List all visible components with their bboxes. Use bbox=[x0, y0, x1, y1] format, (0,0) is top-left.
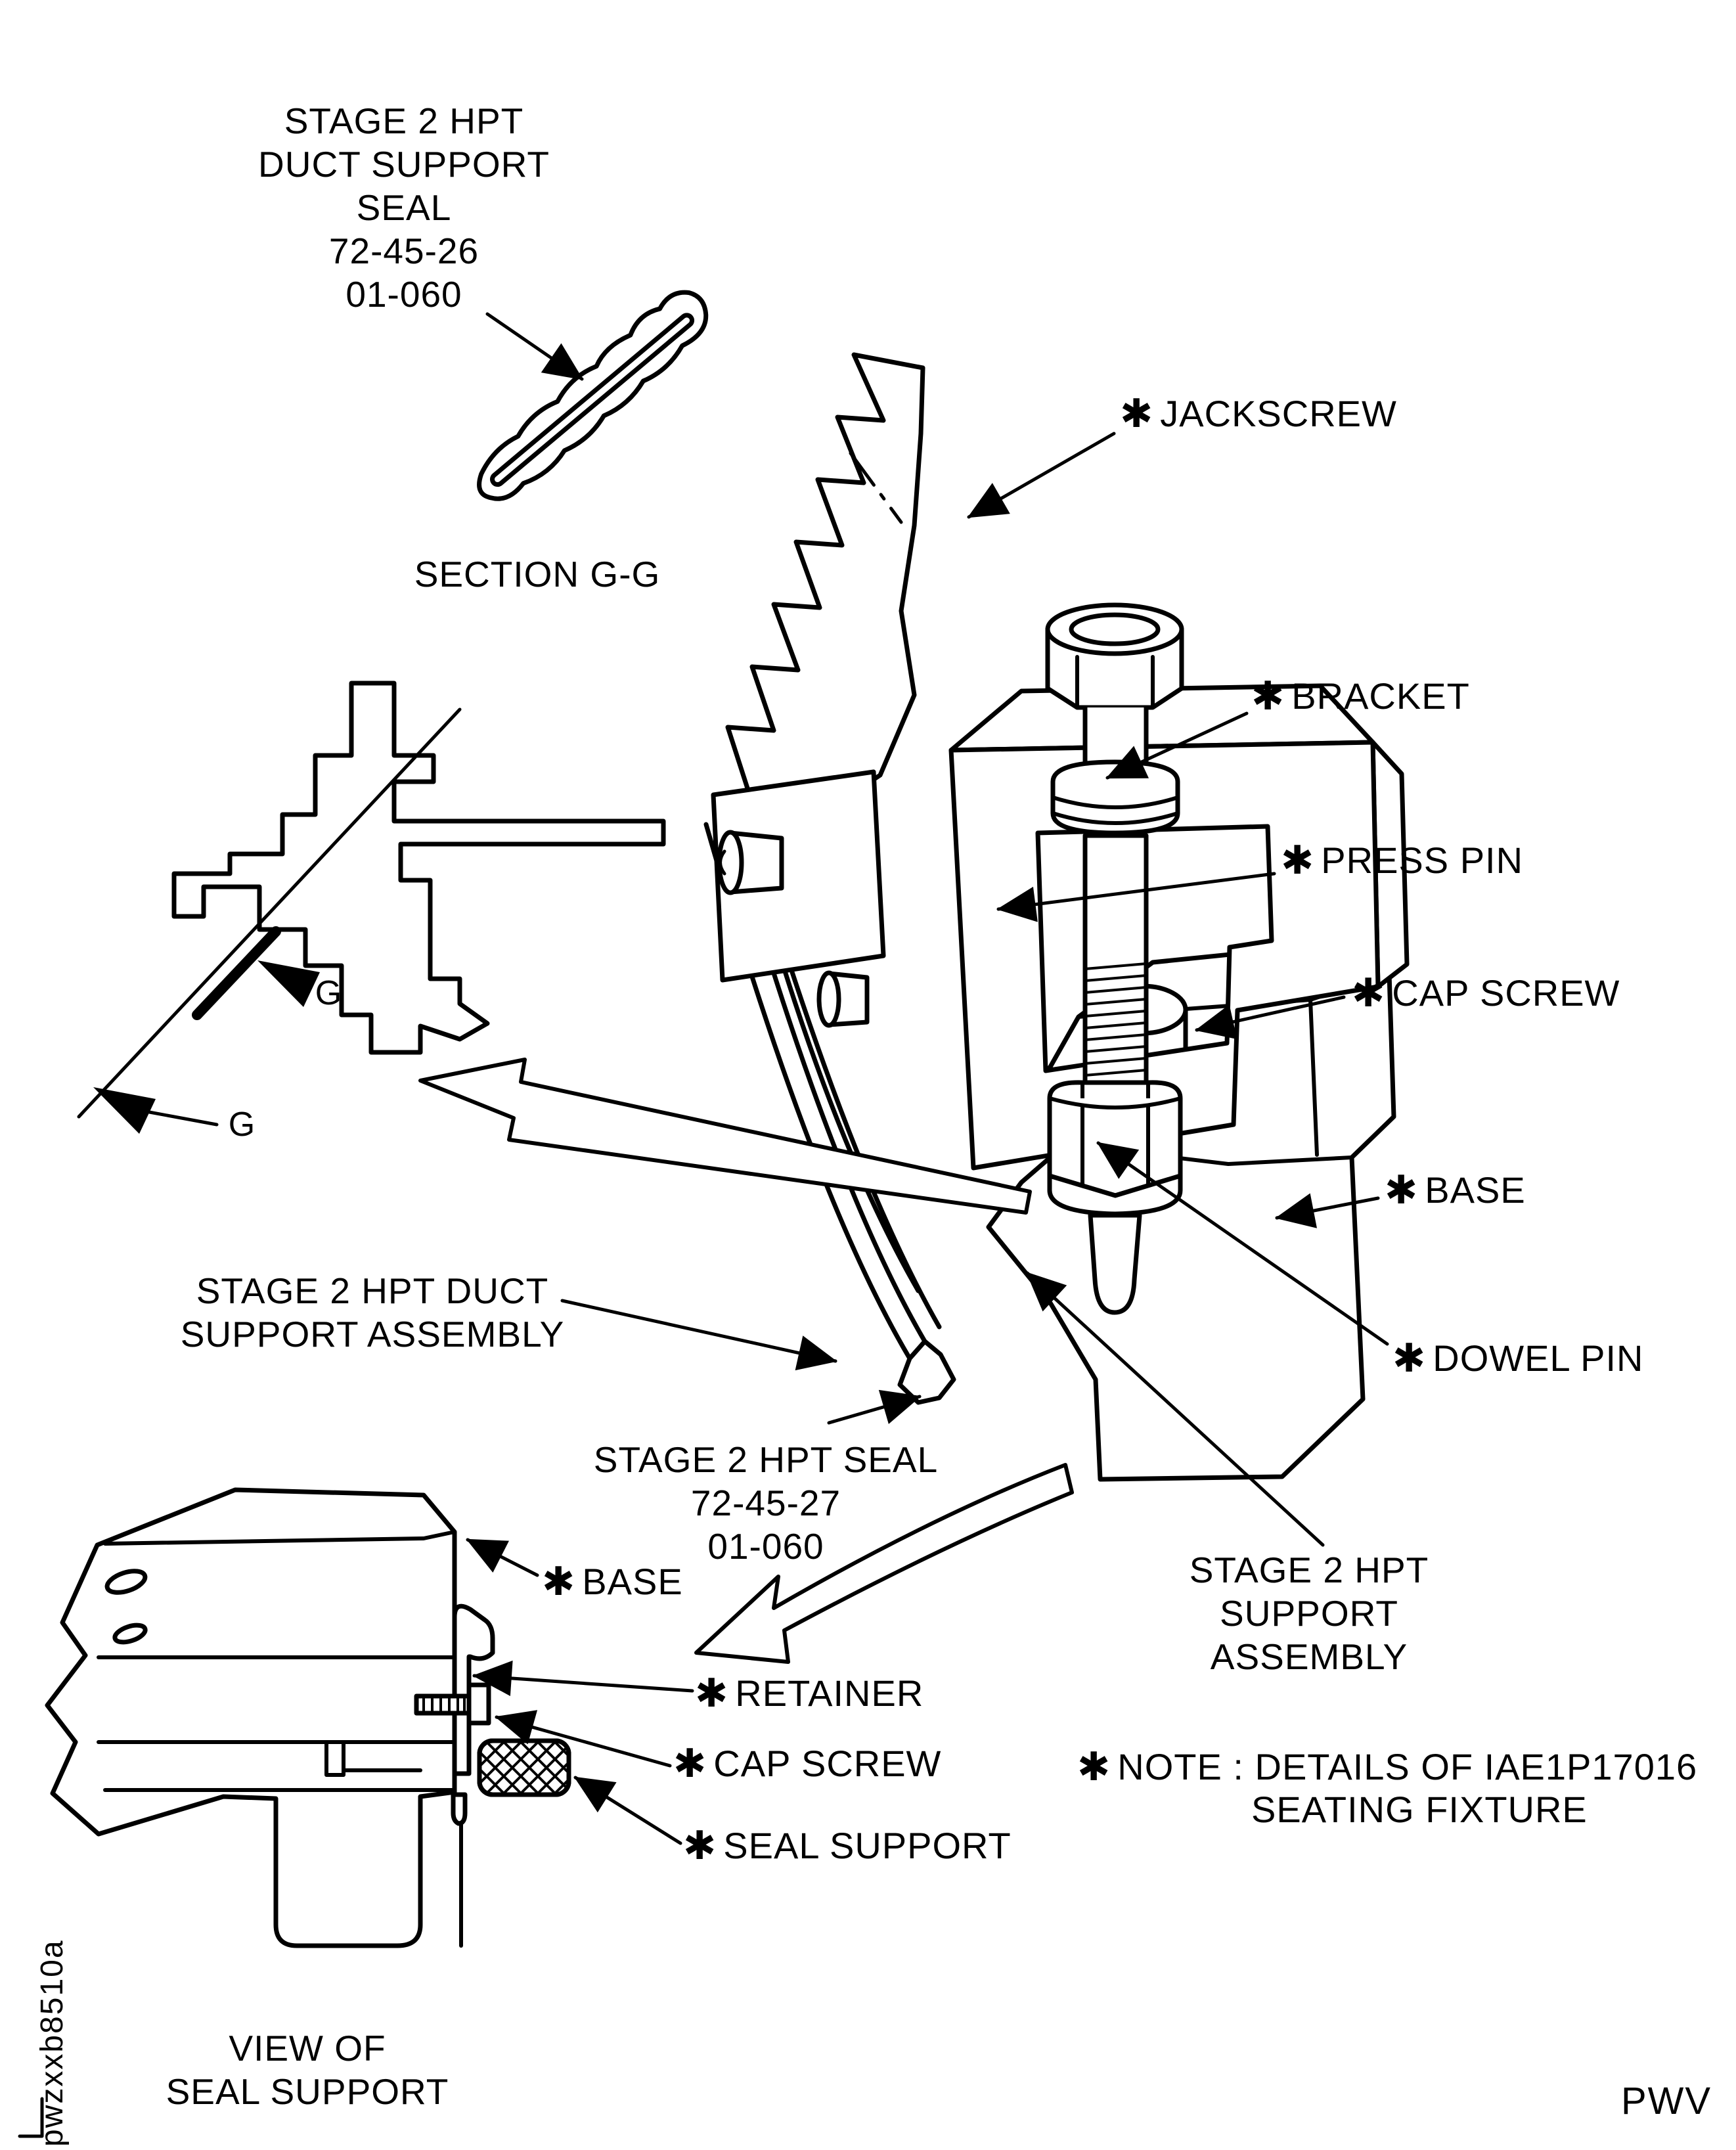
asterisk-icon: ✱ bbox=[1251, 674, 1285, 718]
asterisk-icon: ✱ bbox=[1392, 1336, 1427, 1380]
leader-bracket bbox=[1105, 711, 1249, 780]
retainer-label: ✱ RETAINER bbox=[695, 1668, 924, 1718]
g-mark-upper: G bbox=[315, 974, 342, 1012]
note-line2: SEATING FIXTURE bbox=[1251, 1789, 1588, 1830]
hpt-seal-title: STAGE 2 HPT SEAL 72-45-27 01-060 bbox=[593, 1439, 939, 1567]
asterisk-icon: ✱ bbox=[1120, 392, 1154, 436]
press-pin-drawing bbox=[1047, 1080, 1183, 1315]
duct-centerline bbox=[849, 451, 903, 524]
jackscrew-label: ✱ JACKSCREW bbox=[1120, 389, 1397, 439]
body-hole-1 bbox=[104, 1569, 148, 1595]
bracket-drawing bbox=[948, 683, 1410, 1171]
leader-seal-support bbox=[573, 1776, 682, 1845]
asterisk-icon: ✱ bbox=[1077, 1745, 1111, 1789]
leader-lines bbox=[466, 312, 1389, 1845]
body-hole-2 bbox=[112, 1623, 148, 1645]
open-arrow-to-duct-support-section bbox=[418, 1058, 1032, 1215]
leader-press-pin bbox=[996, 872, 1276, 922]
cap-screw-head bbox=[466, 1682, 491, 1726]
cap-screw-label: ✱ CAP SCREW bbox=[1352, 968, 1620, 1018]
footer-code: PWV bbox=[1621, 2080, 1712, 2122]
stage2-seal-tip bbox=[897, 1339, 956, 1405]
leader-retainer bbox=[472, 1660, 694, 1696]
section-arrow-upper bbox=[257, 960, 320, 1007]
figure-id-tick bbox=[18, 2097, 44, 2138]
view-of-seal-support-title: VIEW OF SEAL SUPPORT bbox=[166, 2028, 449, 2112]
note-line1: ✱ NOTE : DETAILS OF IAE1P17016 bbox=[1077, 1742, 1697, 1792]
cap-screw-shank bbox=[414, 1693, 472, 1716]
leader-cap-screw bbox=[1195, 995, 1346, 1040]
retainer-drawing bbox=[452, 1603, 495, 1776]
duct-support-section-drawing bbox=[77, 681, 666, 1134]
g-mark-lower: G bbox=[228, 1106, 256, 1144]
seal-support-body bbox=[45, 1487, 457, 1948]
asterisk-icon: ✱ bbox=[1281, 838, 1315, 882]
plate-boss-lower bbox=[816, 970, 870, 1028]
lower-tab bbox=[451, 1792, 468, 1826]
dowel-pin-label: ✱ DOWEL PIN bbox=[1392, 1333, 1643, 1383]
seal-section-drawing bbox=[477, 290, 709, 501]
support-plate bbox=[711, 769, 886, 983]
asterisk-icon: ✱ bbox=[673, 1741, 707, 1785]
asterisk-icon: ✱ bbox=[695, 1671, 729, 1715]
asterisk-icon: ✱ bbox=[683, 1824, 717, 1868]
leader-duct-assembly bbox=[560, 1299, 837, 1371]
section-gg-title: SECTION G-G bbox=[414, 554, 661, 594]
figure-id-vertical: pwzxxb8510a bbox=[35, 1939, 70, 2147]
duct-support-seal-title: STAGE 2 HPT DUCT SUPPORT SEAL 72-45-26 0… bbox=[258, 101, 550, 315]
base-view-label: ✱ BASE bbox=[542, 1557, 683, 1607]
leader-cap-screw-view bbox=[495, 1710, 672, 1768]
section-line-gg bbox=[77, 707, 462, 1119]
leader-base bbox=[1275, 1193, 1380, 1228]
cap-screw-view-label: ✱ CAP SCREW bbox=[673, 1739, 941, 1789]
leader-hpt-seal bbox=[827, 1389, 922, 1425]
leader-seal-section bbox=[485, 312, 584, 381]
seal-support-knob bbox=[477, 1738, 571, 1797]
base-label: ✱ BASE bbox=[1385, 1165, 1526, 1215]
press-pin-label: ✱ PRESS PIN bbox=[1281, 836, 1523, 885]
seal-support-view-drawing bbox=[45, 1487, 571, 1948]
seal-slot bbox=[490, 313, 695, 487]
leader-support-assembly bbox=[1025, 1271, 1325, 1547]
duct-wall bbox=[725, 352, 925, 843]
asterisk-icon: ✱ bbox=[1352, 971, 1386, 1015]
duct-support-assembly-label: STAGE 2 HPT DUCT SUPPORT ASSEMBLY bbox=[180, 1270, 565, 1355]
seal-support-label: ✱ SEAL SUPPORT bbox=[683, 1821, 1012, 1871]
asterisk-icon: ✱ bbox=[542, 1559, 576, 1603]
duct-arc-inner bbox=[772, 937, 921, 1293]
plate-bolt-upper bbox=[717, 830, 784, 895]
leader-jackscrew bbox=[967, 432, 1116, 519]
support-assembly-label: STAGE 2 HPT SUPPORT ASSEMBLY bbox=[1189, 1550, 1429, 1677]
leader-base-view bbox=[466, 1538, 539, 1577]
jackscrew-rod bbox=[1082, 833, 1149, 1085]
leader-dowel-pin bbox=[1096, 1141, 1389, 1346]
main-assembly-drawing bbox=[703, 352, 1410, 1482]
asterisk-icon: ✱ bbox=[1385, 1168, 1419, 1212]
bracket-label: ✱ BRACKET bbox=[1251, 671, 1470, 721]
section-arrow-lower bbox=[93, 1087, 156, 1134]
section-line-thick bbox=[192, 926, 281, 1020]
fixture-base bbox=[986, 938, 1396, 1482]
open-arrow-to-seal-support-view bbox=[694, 1463, 1074, 1664]
